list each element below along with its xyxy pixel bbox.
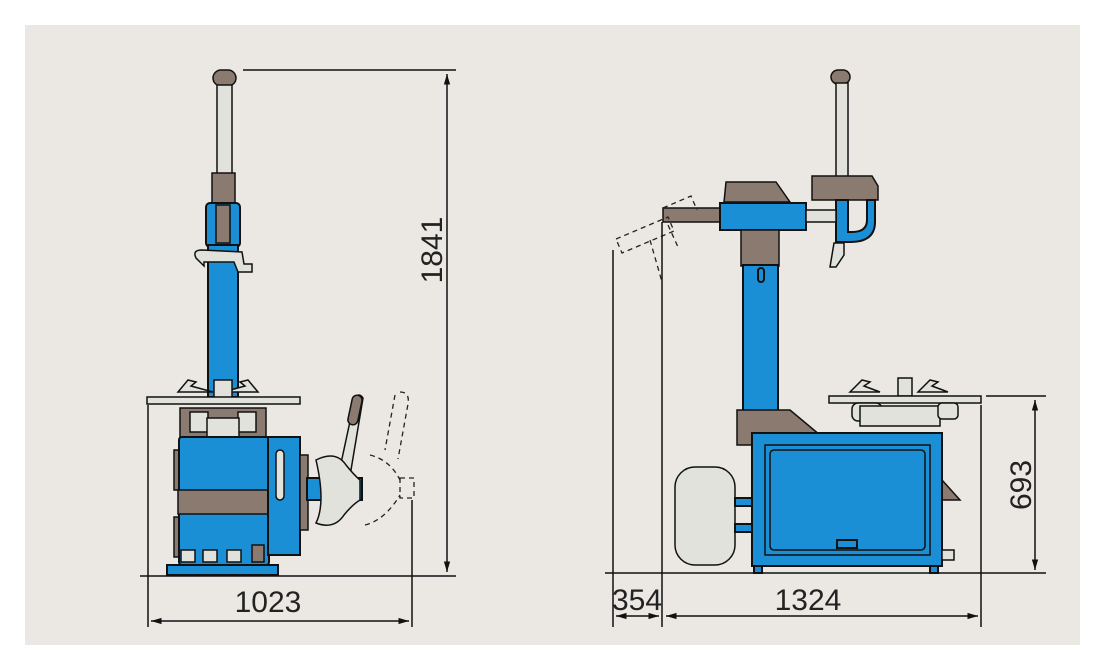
front-view: [146, 69, 415, 576]
c-arm: [835, 199, 876, 243]
pole-cap: [830, 69, 851, 85]
arm-connector: [805, 209, 837, 223]
clamp-right: [237, 411, 257, 433]
door-latch: [836, 539, 858, 549]
vertical-pole: [216, 84, 233, 176]
arm-alt-position: [615, 195, 698, 283]
pole-cap: [212, 69, 237, 87]
pedal-alt-position: [399, 477, 415, 499]
spindle: [213, 379, 233, 399]
pedal-guard: [941, 478, 962, 501]
front-dimensions: 1023 1841: [140, 69, 456, 627]
column-head: [740, 229, 780, 267]
foot-left: [753, 565, 763, 574]
lever-alt-position: [364, 391, 409, 526]
side-valve: [941, 549, 955, 561]
slot: [275, 449, 285, 501]
clamp-left: [189, 411, 209, 433]
pedal-1: [180, 549, 196, 563]
side-view: [615, 69, 982, 574]
tyre-inflator-tank: [674, 466, 736, 566]
column: [207, 244, 239, 398]
pedal-wing: [314, 455, 361, 526]
pipe-top: [734, 497, 753, 507]
pedal-3: [226, 549, 242, 563]
pipe-bottom: [734, 523, 753, 533]
overhang-label: 354: [612, 584, 662, 617]
pedal-2: [202, 549, 218, 563]
lever-grip: [347, 394, 363, 426]
mount-head: [194, 249, 253, 273]
width-label: 1023: [235, 586, 302, 619]
turntable-plate: [146, 396, 301, 405]
column: [742, 264, 779, 414]
turntable-jaws: [848, 379, 949, 393]
side-dimensions: 354 1324 693: [605, 222, 1046, 627]
arm-housing: [719, 202, 807, 231]
height-label: 1841: [416, 217, 449, 284]
table-height-label: 693: [1005, 460, 1038, 510]
spindle: [897, 377, 913, 397]
swing-arm: [662, 207, 722, 223]
body-stripe: [177, 489, 270, 515]
pole-sleeve: [211, 172, 236, 206]
tool-holder-inner: [215, 204, 231, 244]
depth-label: 1324: [775, 584, 842, 617]
base-plate: [166, 564, 279, 576]
column-slot: [757, 267, 765, 283]
cabinet-panel: [769, 449, 926, 551]
clamp-cylinder: [859, 405, 941, 427]
cabinet-door: [764, 444, 931, 556]
arm-cap: [723, 181, 792, 203]
foot-right: [929, 565, 939, 574]
turntable-plate: [828, 395, 982, 404]
pedal-4: [251, 544, 265, 563]
vertical-pole: [835, 82, 849, 179]
tool-head: [811, 175, 879, 201]
cylinder-end-right: [937, 402, 959, 420]
mount-tool: [829, 242, 845, 268]
